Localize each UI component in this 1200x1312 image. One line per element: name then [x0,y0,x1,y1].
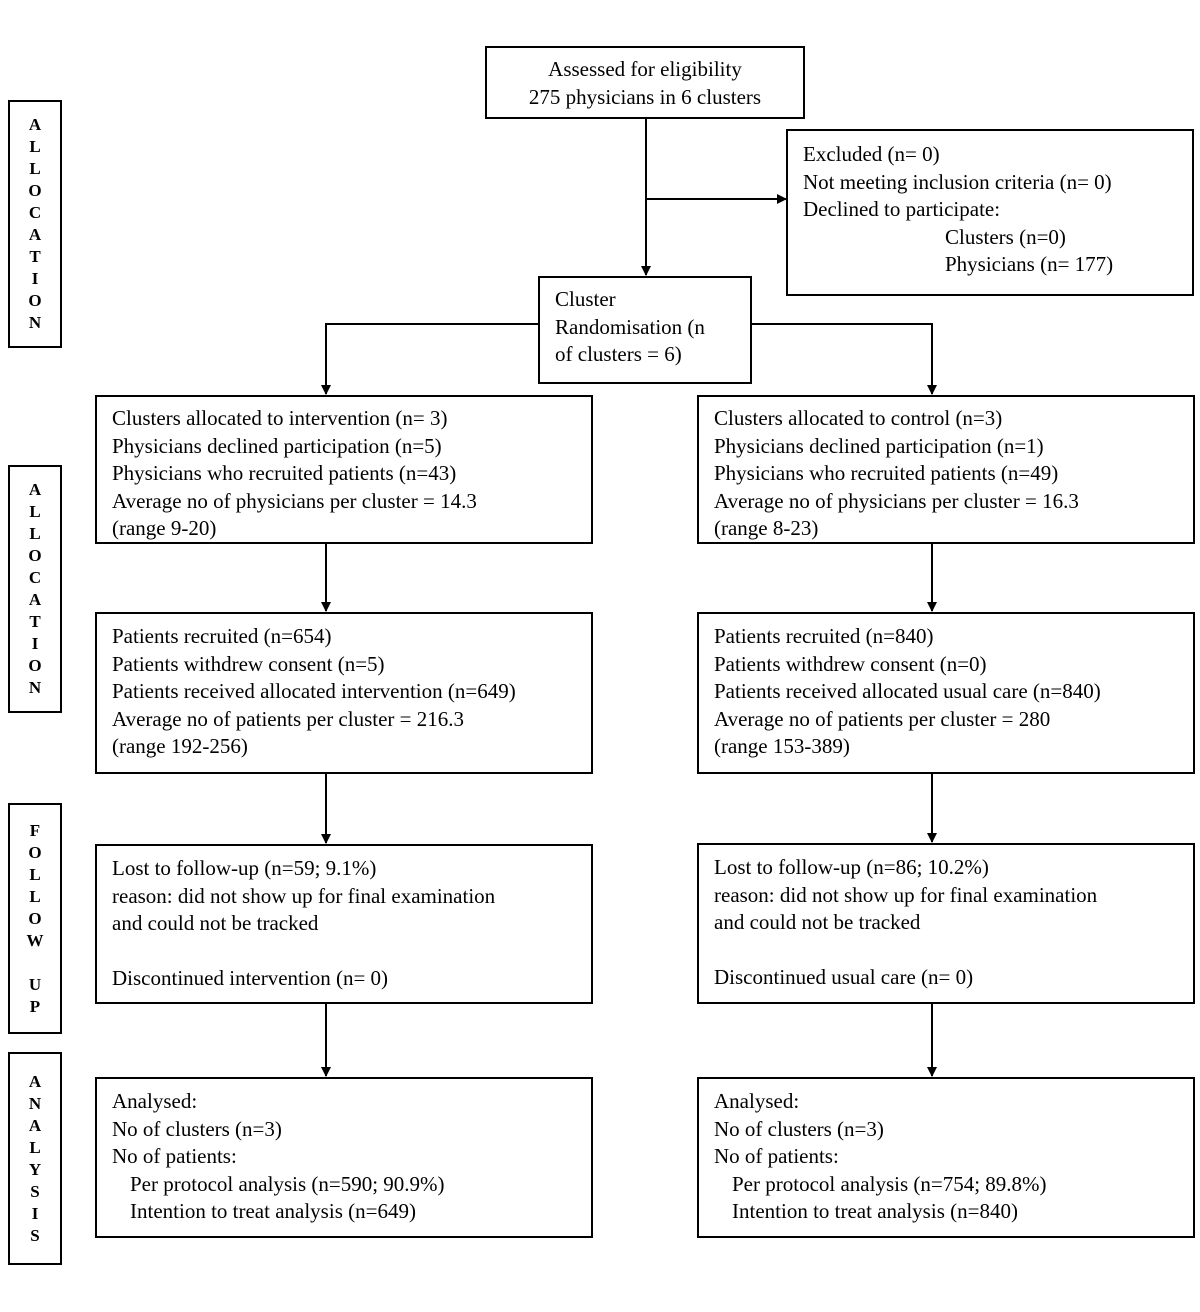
intervention-allocation-line-4: Average no of physicians per cluster = 1… [112,488,477,513]
randomisation-box: Cluster Randomisation (n of clusters = 6… [538,276,752,384]
intervention-patients-line-1: Patients recruited (n=654) [112,624,332,648]
intervention-allocation-line-5: (range 9-20) [112,516,217,540]
control-patients-line-2: Patients withdrew consent (n=0) [714,651,987,676]
control-analysis-line-5: Intention to treat analysis (n=840) [732,1199,1018,1223]
control-allocation-line-2: Physicians declined participation (n=1) [714,433,1044,458]
control-allocation-line-4: Average no of physicians per cluster = 1… [714,488,1079,513]
control-patients-line-1: Patients recruited (n=840) [714,624,934,648]
control-followup-line-4: Discontinued usual care (n= 0) [714,965,974,989]
control-patients-line-3: Patients received allocated usual care (… [714,679,1101,703]
side-label-allocation: A L L O C A T I O N [8,465,62,713]
excluded-box: Excluded (n= 0) Not meeting inclusion cr… [786,129,1194,296]
intervention-patients-line-5: (range 192-256) [112,734,248,758]
control-patients-box: Patients recruited (n=840) Patients with… [697,612,1195,774]
control-followup-line-3: and could not be tracked [714,910,921,934]
intervention-analysis-line-5: Intention to treat analysis (n=649) [130,1199,416,1223]
control-analysis-line-3: No of patients: [714,1144,839,1168]
excluded-line-4: Clusters (n=0) [945,224,1066,249]
excluded-line-5: Physicians (n= 177) [945,252,1114,276]
arrow-randomisation-to-control [751,323,937,395]
control-patients-line-5: (range 153-389) [714,734,850,758]
side-label-follow-up-text: F O L L O W U P [26,820,44,1016]
control-allocation-line-5: (range 8-23) [714,516,819,540]
randomisation-line-2: Randomisation (n [555,314,705,339]
intervention-allocation-line-2: Physicians declined participation (n=5) [112,433,442,458]
control-followup-line-1: Lost to follow-up (n=86; 10.2%) [714,855,989,879]
intervention-allocation-box: Clusters allocated to intervention (n= 3… [95,395,593,544]
control-analysis-line-1: Analysed: [714,1089,800,1113]
side-label-allocation-text: A L L O C A T I O N [28,480,42,697]
arrow-randomisation-to-intervention [321,323,539,395]
assessed-line-1: Assessed for eligibility [548,57,742,81]
intervention-analysis-line-1: Analysed: [112,1089,198,1113]
intervention-patients-line-2: Patients withdrew consent (n=5) [112,651,385,676]
control-allocation-line-3: Physicians who recruited patients (n=49) [714,461,1059,485]
intervention-followup-line-3: and could not be tracked [112,911,319,935]
assessed-box: Assessed for eligibility 275 physicians … [485,46,805,119]
intervention-followup-line-2: reason: did not show up for final examin… [112,883,496,908]
intervention-allocation-line-3: Physicians who recruited patients (n=43) [112,461,457,485]
intervention-analysis-box: Analysed: No of clusters (n=3) No of pat… [95,1077,593,1238]
side-label-follow-up: F O L L O W U P [8,803,62,1034]
side-label-enrollment: A L L O C A T I O N [8,100,62,348]
intervention-patients-line-3: Patients received allocated intervention… [112,679,516,703]
intervention-patients-line-4: Average no of patients per cluster = 216… [112,706,465,731]
randomisation-line-1: Cluster [555,287,616,311]
control-allocation-line-1: Clusters allocated to control (n=3) [714,406,1003,430]
control-patients-line-4: Average no of patients per cluster = 280 [714,706,1051,731]
assessed-line-2: 275 physicians in 6 clusters [528,84,762,109]
intervention-allocation-line-1: Clusters allocated to intervention (n= 3… [112,406,448,430]
excluded-line-1: Excluded (n= 0) [803,142,940,166]
excluded-line-2: Not meeting inclusion criteria (n= 0) [803,169,1112,194]
side-label-analysis: A N A L Y S I S [8,1052,62,1265]
control-analysis-line-2: No of clusters (n=3) [714,1116,884,1141]
control-analysis-box: Analysed: No of clusters (n=3) No of pat… [697,1077,1195,1238]
randomisation-line-3: of clusters = 6) [555,342,682,366]
side-label-analysis-text: A N A L Y S I S [28,1071,42,1245]
spacer [112,938,591,966]
intervention-analysis-line-3: No of patients: [112,1144,237,1168]
excluded-line-3: Declined to participate: [803,197,1001,221]
intervention-patients-box: Patients recruited (n=654) Patients with… [95,612,593,774]
intervention-analysis-line-2: No of clusters (n=3) [112,1116,282,1141]
spacer [714,937,1193,965]
intervention-followup-line-4: Discontinued intervention (n= 0) [112,966,389,990]
intervention-analysis-line-4: Per protocol analysis (n=590; 90.9%) [130,1171,445,1196]
control-allocation-box: Clusters allocated to control (n=3) Phys… [697,395,1195,544]
intervention-followup-line-1: Lost to follow-up (n=59; 9.1%) [112,856,377,880]
intervention-followup-box: Lost to follow-up (n=59; 9.1%) reason: d… [95,844,593,1004]
control-analysis-line-4: Per protocol analysis (n=754; 89.8%) [732,1171,1047,1196]
side-label-enrollment-text: A L L O C A T I O N [28,115,42,332]
control-followup-box: Lost to follow-up (n=86; 10.2%) reason: … [697,843,1195,1004]
control-followup-line-2: reason: did not show up for final examin… [714,882,1098,907]
